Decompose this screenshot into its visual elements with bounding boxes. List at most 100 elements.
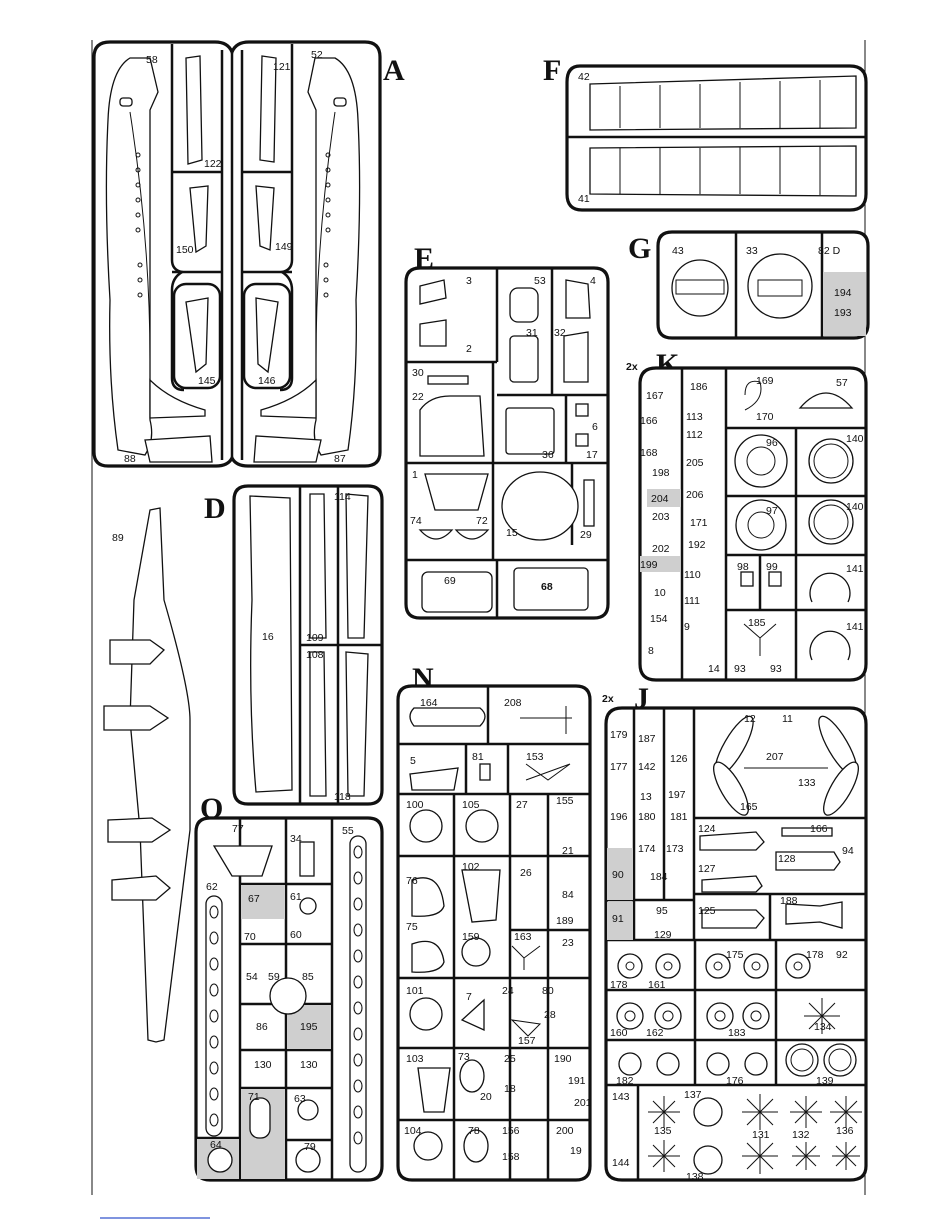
label-114: 114 — [334, 491, 351, 503]
label-61: 61 — [290, 891, 302, 903]
label-161: 161 — [648, 979, 666, 991]
sprue-a: 58 52 121 122 150 149 145 146 88 87 — [92, 40, 382, 468]
label-1: 1 — [412, 469, 418, 481]
label-90: 90 — [612, 869, 624, 881]
label-70: 70 — [244, 931, 256, 943]
label-200: 200 — [556, 1125, 574, 1137]
sprue-g: G 43 33 82 D 194 193 — [628, 230, 870, 340]
label-146: 146 — [258, 375, 276, 387]
label-101: 101 — [406, 985, 424, 997]
label-188: 188 — [780, 895, 798, 907]
label-30: 30 — [412, 367, 424, 379]
label-174: 174 — [638, 843, 656, 855]
label-154: 154 — [650, 613, 668, 625]
label-150: 150 — [176, 244, 194, 256]
label-15: 15 — [506, 527, 518, 539]
label-179: 179 — [610, 729, 628, 741]
label-208: 208 — [504, 697, 522, 709]
label-178a: 178 — [806, 949, 824, 961]
part-164 — [409, 707, 486, 727]
label-138: 138 — [686, 1171, 704, 1183]
sprue-d: D 89 114 16 109 108 118 — [112, 484, 384, 806]
label-57: 57 — [836, 377, 848, 389]
label-24: 24 — [502, 985, 514, 997]
label-202: 202 — [652, 543, 670, 555]
label-124: 124 — [698, 823, 716, 835]
label-5: 5 — [410, 755, 416, 767]
label-121: 121 — [273, 61, 291, 73]
label-3: 3 — [466, 275, 472, 287]
label-140: 140 — [846, 433, 864, 445]
label-130b: 130 — [300, 1059, 318, 1071]
label-85: 85 — [302, 971, 314, 983]
label-204: 204 — [651, 493, 669, 505]
label-201: 201 — [574, 1097, 592, 1109]
label-27: 27 — [516, 799, 528, 811]
label-203: 203 — [652, 511, 670, 523]
label-26: 26 — [520, 867, 532, 879]
label-180: 180 — [638, 811, 656, 823]
label-129: 129 — [654, 929, 672, 941]
label-95: 95 — [656, 905, 668, 917]
label-13: 13 — [640, 791, 652, 803]
label-73: 73 — [458, 1051, 470, 1063]
label-145: 145 — [198, 375, 216, 387]
label-98: 98 — [737, 561, 749, 573]
label-110: 110 — [684, 569, 701, 581]
label-108: 108 — [306, 649, 324, 661]
label-31: 31 — [526, 327, 538, 339]
label-135: 135 — [654, 1125, 672, 1137]
label-169: 169 — [756, 375, 774, 387]
sprue-k: 2x K 167 186 169 170 57 166 113 11 — [626, 348, 868, 682]
label-141: 141 — [846, 563, 864, 575]
label-92: 92 — [836, 949, 848, 961]
label-113: 113 — [686, 411, 703, 423]
label-171: 171 — [690, 517, 708, 529]
label-183: 183 — [728, 1027, 746, 1039]
sprue-n: N 164 208 5 81 — [396, 662, 592, 1182]
label-64: 64 — [210, 1139, 222, 1151]
label-8: 8 — [648, 645, 654, 657]
label-206: 206 — [686, 489, 704, 501]
label-198: 198 — [652, 467, 670, 479]
label-29: 29 — [580, 529, 592, 541]
label-112: 112 — [686, 429, 703, 441]
label-72: 72 — [476, 515, 488, 527]
label-197: 197 — [668, 789, 686, 801]
label-34: 34 — [290, 833, 302, 845]
label-131: 131 — [752, 1129, 770, 1141]
label-194: 194 — [834, 287, 852, 299]
label-96: 96 — [766, 437, 778, 449]
label-93b: 93 — [770, 663, 782, 675]
label-166: 166 — [640, 415, 658, 427]
label-17: 17 — [586, 449, 598, 461]
label-55: 55 — [342, 825, 354, 837]
label-100: 100 — [406, 799, 424, 811]
label-19: 19 — [570, 1145, 582, 1157]
label-132: 132 — [792, 1129, 810, 1141]
label-175: 175 — [726, 949, 744, 961]
label-42: 42 — [578, 71, 590, 83]
label-84: 84 — [562, 889, 574, 901]
label-2: 2 — [466, 343, 472, 355]
label-141b: 141 — [846, 621, 864, 633]
label-153: 153 — [526, 751, 544, 763]
label-159: 159 — [462, 931, 480, 943]
wing-part-42 — [589, 75, 857, 131]
label-33: 33 — [746, 245, 758, 257]
label-126: 126 — [670, 753, 688, 765]
label-185: 185 — [748, 617, 766, 629]
label-77: 77 — [232, 823, 244, 835]
label-75: 75 — [406, 921, 418, 933]
label-23: 23 — [562, 937, 574, 949]
label-144: 144 — [612, 1157, 630, 1169]
label-54: 54 — [246, 971, 258, 983]
label-12: 12 — [744, 713, 756, 725]
label-68: 68 — [541, 581, 553, 593]
sprue-letter-g: G — [628, 232, 651, 265]
part-15 — [501, 471, 579, 541]
sprue-o: O — [194, 792, 384, 1182]
label-43: 43 — [672, 245, 684, 257]
label-177: 177 — [610, 761, 628, 773]
label-187: 187 — [638, 733, 656, 745]
